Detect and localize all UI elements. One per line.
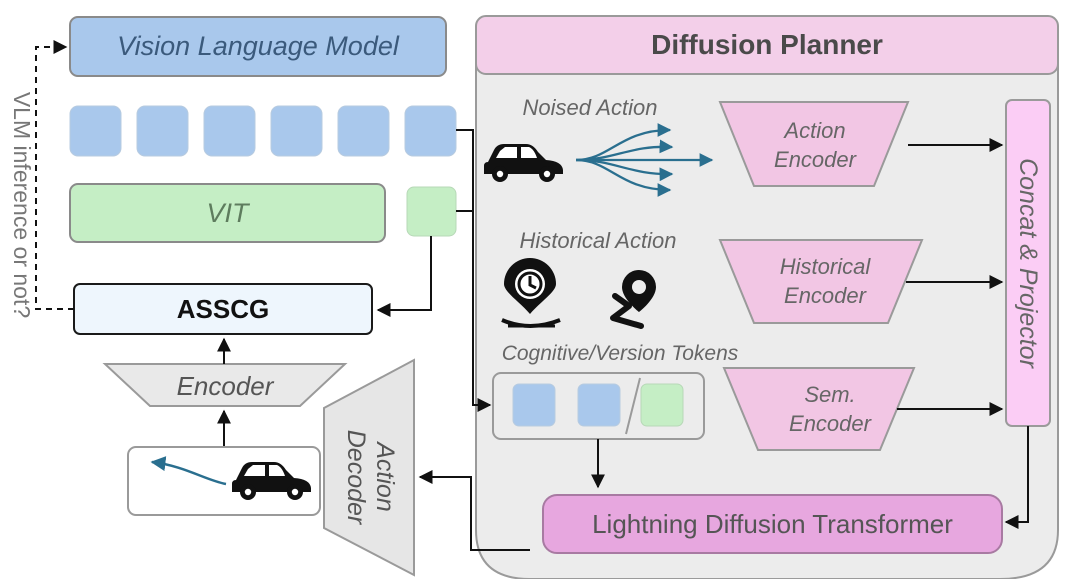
vit-token (406, 186, 457, 237)
route-pin-icon (610, 270, 656, 329)
vit-to-asscg-arrow (376, 236, 432, 317)
ldt-label: Lightning Diffusion Transformer (592, 508, 953, 539)
token (270, 105, 323, 157)
action-decoder-label: Action Decoder (342, 429, 399, 525)
token (337, 105, 390, 157)
token (203, 105, 256, 157)
token (69, 105, 122, 157)
action-decoder-trapezoid (323, 358, 415, 577)
token-separator (625, 377, 641, 435)
sem-encoder-label: Sem. Encoder (789, 382, 871, 436)
encoder-trapezoid (102, 363, 348, 407)
vlm-tokens-connector (456, 129, 492, 412)
diverging-arrows-icon (575, 123, 714, 197)
vlm-box (69, 16, 447, 77)
action-encoder-label: Action Encoder (774, 118, 856, 172)
history-icon (501, 258, 561, 328)
ldt-to-decoder-arrow (418, 470, 530, 551)
cognitive-tokens-label: Cognitive/Version Tokens (501, 342, 739, 365)
vit-label: VIT (206, 197, 249, 228)
historical-encoder-label: Historical Encoder (779, 254, 871, 308)
car-icon (232, 462, 311, 500)
planner-title-bar (475, 15, 1059, 75)
action-encoder-trapezoid (718, 101, 910, 187)
asscg-label: ASSCG (176, 293, 270, 324)
concat-to-ldt-arrow (1004, 426, 1029, 529)
side-label: VLM inference or not? (9, 91, 36, 319)
token (640, 383, 684, 427)
vit-box (69, 183, 386, 243)
vlm-token-row (69, 105, 457, 157)
historical-action-label: Historical Action (519, 228, 677, 253)
vlm-label: Vision Language Model (117, 31, 399, 61)
sem-encoder-trapezoid (722, 367, 916, 451)
vlm-feedback-arrow (35, 40, 74, 310)
token (404, 105, 457, 157)
noised-action-label: Noised Action (522, 95, 658, 120)
token (577, 383, 621, 427)
car-icon (484, 144, 563, 182)
concat-projector-label: Concat & Projector (1014, 158, 1043, 368)
planner-title: Diffusion Planner (651, 29, 883, 60)
trajectory-icon (150, 456, 227, 486)
ldt-box (542, 494, 1003, 554)
historical-encoder-trapezoid (718, 239, 924, 324)
token (512, 383, 556, 427)
token (136, 105, 189, 157)
encoder-label: Encoder (176, 370, 274, 401)
